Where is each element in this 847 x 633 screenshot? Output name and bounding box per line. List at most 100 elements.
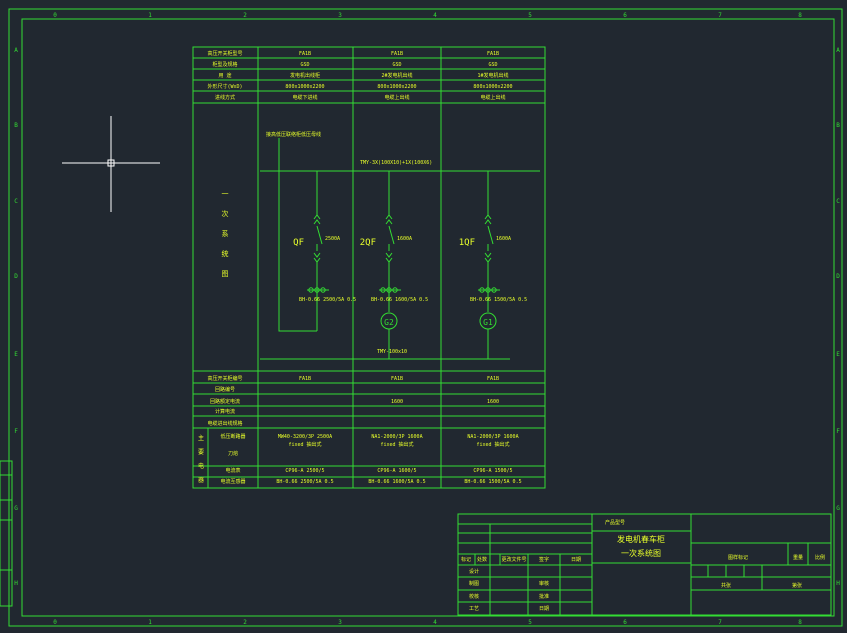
weight-label: 重量 (793, 554, 803, 561)
drawing-mark-label: 图样标记 (728, 554, 748, 561)
equipment-cell: NA1-2000/3P 1600A (371, 434, 422, 440)
top-table-cell: GSD (300, 62, 309, 68)
drawing-title: 一次系统图 (621, 548, 661, 558)
role-label: 工艺 (469, 606, 479, 612)
diagram-labels: 一次系统图接高低压联络柜低压母线TMY-3X(100X10)+1X(100X6)… (222, 131, 433, 355)
role-label: 校核 (469, 593, 479, 600)
frame-row-label: E (836, 351, 840, 358)
revision-header: 标记 (461, 556, 471, 563)
frame-col-label: 4 (433, 12, 437, 19)
breaker-label: 2QF (360, 238, 376, 248)
scale-label: 比例 (815, 554, 825, 561)
frame-col-label: 6 (623, 619, 627, 626)
bottom-table-cell: 1600 (391, 399, 403, 405)
top-table-cell: 1#发电机出线 (477, 72, 508, 79)
breaker-rating: 1600A (397, 236, 412, 242)
bottom-table-cell: FA1B (487, 376, 499, 382)
page-number-label: 第张 (792, 582, 802, 589)
top-table-cell: 2#发电机出线 (381, 72, 412, 79)
frame-row-label: B (836, 122, 840, 129)
edge-fragment-table (0, 460, 13, 607)
frame-row-label: B (14, 122, 18, 129)
frame-col-label: 4 (433, 619, 437, 626)
frame-row-label: G (836, 505, 840, 512)
ct-label: BH-0.66 1500/5A 0.5 (470, 297, 527, 303)
top-row-header: 外形尺寸(WxD) (207, 83, 242, 90)
frame-col-label: 7 (718, 12, 722, 19)
bottom-row-header: 回路额定电流 (210, 398, 240, 405)
side-title-char: 系 (222, 229, 229, 238)
sheet-count-label: 共张 (721, 582, 731, 589)
frame-col-label: 8 (798, 12, 802, 19)
equipment-subtext: fixed 抽出式 (288, 441, 321, 448)
top-table-cell: 发电机出线柜 (290, 72, 320, 79)
equipment-label-char: 器 (198, 477, 204, 484)
equipment-row-header: 电流互感器 (220, 478, 245, 485)
side-title-char: 统 (222, 249, 229, 258)
frame-row-label: D (836, 273, 840, 280)
top-row-header: 进线方式 (215, 94, 235, 101)
equipment-subtext: fixed 抽出式 (476, 441, 509, 448)
title-block-text: 产品型号发电机春车柜一次系统图标记处数更改文件号签字日期设计制图校核工艺审核批准… (461, 519, 825, 612)
top-table-cell: 800x1000x2200 (473, 84, 512, 90)
breaker-rating: 2500A (325, 236, 340, 242)
equipment-row-header: 刀熔 (228, 450, 238, 457)
equipment-cell: CP96-A 1500/5 (473, 468, 512, 474)
bottom-row-header: 回路编号 (215, 386, 235, 393)
equipment-cell: NA1-2000/3P 1600A (467, 434, 518, 440)
side-title-char: 图 (222, 270, 229, 278)
generator-label: G2 (384, 318, 394, 327)
frame-col-label: 1 (148, 619, 152, 626)
top-table-cell: FA1B (487, 51, 499, 57)
equipment-subtext: fixed 抽出式 (380, 441, 413, 448)
frame-row-label: H (836, 580, 840, 587)
top-table-cell: 电缆上出线 (384, 94, 409, 101)
title-block (457, 513, 832, 616)
top-table-cell: GSD (488, 62, 497, 68)
frame-row-label: F (836, 428, 840, 435)
revision-header: 更改文件号 (501, 556, 526, 563)
breaker-contact-icon (388, 225, 395, 245)
incoming-note: 接高低压联络柜低压母线 (266, 131, 321, 138)
equipment-row-header: 低压断路器 (220, 433, 245, 440)
equipment-cell: BH-0.66 1500/5A 0.5 (464, 479, 521, 485)
role-label: 设计 (469, 568, 479, 575)
frame-row-label: E (14, 351, 18, 358)
lower-busbar-label: TMY-100x10 (377, 349, 407, 355)
frame-col-label: 2 (243, 619, 247, 626)
frame-col-label: 2 (243, 12, 247, 19)
breaker-contact-icon (487, 225, 494, 245)
equipment-cell: BH-0.66 2500/5A 0.5 (276, 479, 333, 485)
isolator-icon (484, 214, 492, 225)
breaker-rating: 1600A (496, 236, 511, 242)
frame-col-label: 7 (718, 619, 722, 626)
breaker-label: 1QF (459, 238, 475, 248)
frame-row-label: H (14, 580, 18, 587)
top-row-header: 用 途 (218, 72, 231, 79)
equipment-cell: MW40-3200/3P 2500A (278, 434, 332, 440)
breaker-label: QF (293, 238, 304, 248)
frame-col-label: 8 (798, 619, 802, 626)
top-table-cell: 电缆上出线 (480, 94, 505, 101)
top-row-header: 高压开关柜型号 (207, 50, 242, 57)
frame-row-label: A (836, 47, 840, 54)
frame-col-label: 5 (528, 12, 532, 19)
side-title-char: 一 (222, 190, 229, 198)
equipment-label-char: 主 (198, 434, 204, 442)
equipment-cell: BH-0.66 1600/5A 0.5 (368, 479, 425, 485)
top-table-cell: 800x1000x2200 (285, 84, 324, 90)
single-line-diagram (260, 138, 540, 360)
isolator-icon (313, 214, 321, 225)
top-table-cell: 800x1000x2200 (377, 84, 416, 90)
revision-header: 签字 (539, 556, 549, 563)
panel-table (192, 46, 546, 489)
bottom-row-header: 高压开关柜编号 (207, 375, 242, 382)
bottom-table-cell: FA1B (299, 376, 311, 382)
frame-row-label: D (14, 273, 18, 280)
top-table-cell: GSD (392, 62, 401, 68)
